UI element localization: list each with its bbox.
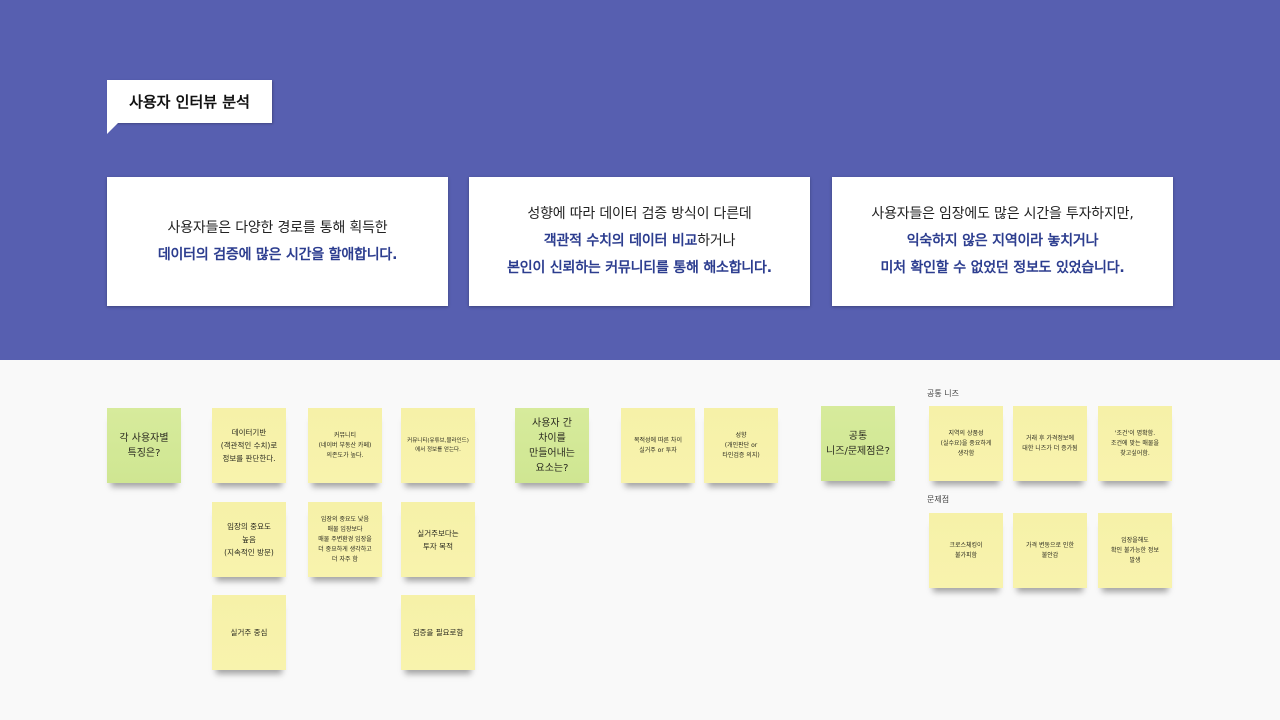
section-label-problems: 문제점 [927, 495, 950, 504]
sticky-note[interactable]: 지역의 상품성 (실수요)을 중요하게 생각함 [929, 406, 1003, 481]
insight-highlight: 데이터의 검증에 많은 시간을 할애합니다. [157, 246, 398, 263]
sticky-note[interactable]: 목적성에 따른 차이 실거주 or 투자 [621, 408, 695, 483]
insight-line: 사용자들은 다양한 경로를 통해 획득한 [167, 219, 388, 236]
sticky-note[interactable]: 커뮤니티(유튜브,블라인드) 에서 정보를 얻는다. [401, 408, 475, 483]
sticky-note[interactable]: 검증을 필요로함 [401, 595, 475, 670]
page-title: 사용자 인터뷰 분석 [107, 80, 272, 123]
sticky-question-differences[interactable]: 사용자 간 차이를 만들어내는 요소는? [515, 408, 589, 483]
insight-line: 사용자들은 임장에도 많은 시간을 투자하지만, [871, 206, 1134, 222]
sticky-note[interactable]: 실거주보다는 투자 목적 [401, 502, 475, 577]
page-title-text: 사용자 인터뷰 분석 [129, 93, 250, 111]
sticky-question-needs[interactable]: 공통 니즈/문제점은? [821, 406, 895, 481]
sticky-note[interactable]: 커뮤니티 (네이버 부동산 카페) 의존도가 높다. [308, 408, 382, 483]
section-label-needs: 공통 니즈 [927, 389, 959, 398]
speech-bubble-tail [107, 122, 119, 134]
sticky-note[interactable]: 가격 변동으로 인한 불안감 [1013, 513, 1087, 588]
insight-highlight: 객관적 수치의 데이터 비교 [543, 233, 698, 249]
insight-highlight: 본인이 신뢰하는 커뮤니티를 통해 해소합니다. [507, 260, 772, 276]
insight-highlight: 미처 확인할 수 없었던 정보도 있었습니다. [880, 260, 1125, 276]
insight-highlight: 익숙하지 않은 지역이라 놓치거나 [906, 233, 1099, 249]
sticky-note[interactable]: 성향 (개인판단 or 타인검증 의지) [704, 408, 778, 483]
sticky-note[interactable]: 실거주 중심 [212, 595, 286, 670]
sticky-note[interactable]: 데이터기반 (객관적인 수치)로 정보를 판단한다. [212, 408, 286, 483]
insight-card: 성향에 따라 데이터 검증 방식이 다른데 객관적 수치의 데이터 비교하거나 … [469, 177, 810, 306]
sticky-note[interactable]: 임장의 중요도 높음 (지속적인 방문) [212, 502, 286, 577]
insight-line: 성향에 따라 데이터 검증 방식이 다른데 [527, 206, 752, 222]
sticky-note[interactable]: 임장을해도 확인 불가능한 정보 발생 [1098, 513, 1172, 588]
insight-plain: 하거나 [697, 233, 736, 249]
sticky-note[interactable]: '조건'이 명확함. 조건에 맞는 매물을 찾고싶어함. [1098, 406, 1172, 481]
sticky-note[interactable]: 거래 후 가격정보에 대한 니즈가 더 증가됨 [1013, 406, 1087, 481]
insight-line-mixed: 객관적 수치의 데이터 비교하거나 [544, 228, 736, 255]
sticky-note[interactable]: 크로스체킹이 불가피함 [929, 513, 1003, 588]
sticky-question-characteristics[interactable]: 각 사용자별 특징은? [107, 408, 181, 483]
insight-card: 사용자들은 임장에도 많은 시간을 투자하지만, 익숙하지 않은 지역이라 놓치… [832, 177, 1173, 306]
sticky-note[interactable]: 임장의 중요도 낮음 매물 임장보다 매물 주변환경 임장을 더 중요하게 생각… [308, 502, 382, 577]
insight-card: 사용자들은 다양한 경로를 통해 획득한 데이터의 검증에 많은 시간을 할애합… [107, 177, 448, 306]
